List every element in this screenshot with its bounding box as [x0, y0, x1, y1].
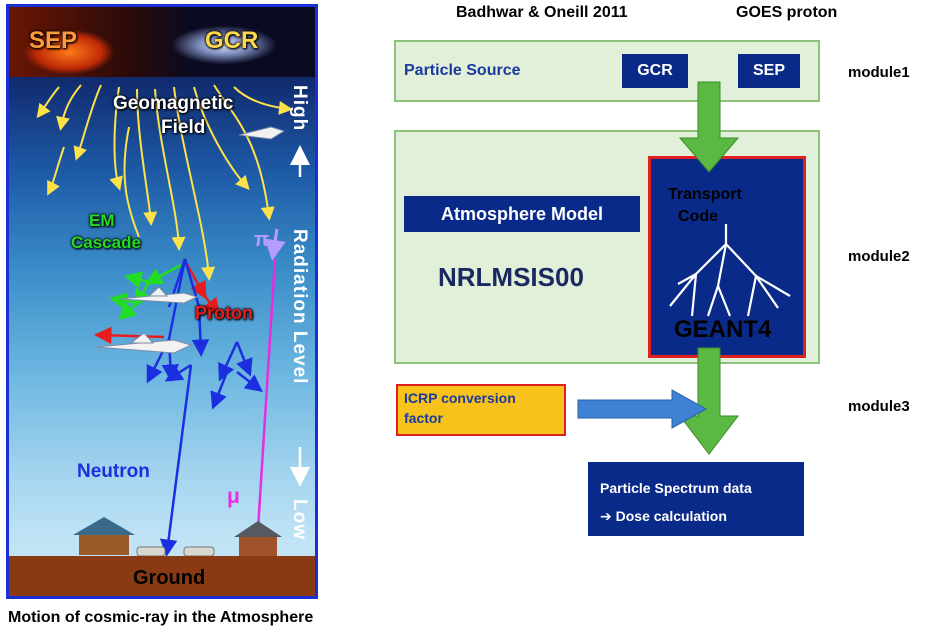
module1-label: module1 — [848, 64, 910, 81]
code-label: Code — [678, 208, 718, 225]
gcr-label: GCR — [205, 27, 259, 54]
arrow-source-to-transport — [678, 81, 740, 173]
module3-label: module3 — [848, 398, 910, 415]
icrp-label-line1: ICRP conversion — [404, 390, 516, 406]
atmosphere-panel: SEP GCR Geomagnetic Field EM Cascade Pro… — [6, 4, 318, 599]
em-cascade-tracks — [109, 263, 182, 321]
ground-houses — [73, 517, 282, 557]
arrow-transport-to-spectrum — [678, 347, 740, 455]
neutron-label: Neutron — [77, 461, 150, 482]
sep-box: SEP — [738, 54, 800, 88]
icrp-label-line2: factor — [404, 410, 443, 426]
ground-cars — [136, 546, 215, 557]
space-shuttle — [238, 126, 286, 140]
space-region — [9, 7, 315, 77]
source-label-badhwar: Badhwar & Oneill 2011 — [456, 4, 628, 21]
atmosphere-model-box: Atmosphere Model — [404, 196, 640, 232]
transport-code-box — [648, 156, 806, 358]
geant4-label: GEANT4 — [674, 316, 772, 343]
muon-label: μ — [227, 485, 240, 508]
transport-label: Transport — [668, 186, 742, 203]
atmosphere-illustration — [36, 84, 310, 582]
geomagnetic-field-lines — [36, 84, 293, 281]
spectrum-box — [588, 462, 804, 536]
transport-tree-icon — [669, 224, 791, 317]
particle-source-label: Particle Source — [404, 62, 521, 79]
pion-track — [264, 228, 286, 261]
spectrum-label-line2: ➔ Dose calculation — [600, 508, 727, 524]
ground-strip — [9, 556, 315, 596]
geomagnetic-label: Geomagnetic — [113, 93, 234, 114]
icrp-box — [396, 384, 566, 436]
arrow-icrp-to-dose — [577, 389, 708, 429]
em-label: EM — [89, 211, 115, 230]
scale-high-label: High — [289, 85, 310, 132]
gcr-box: GCR — [622, 54, 688, 88]
panel-caption: Motion of cosmic-ray in the Atmosphere — [8, 609, 314, 626]
pion-label: π — [254, 229, 270, 251]
airplane-upper — [118, 286, 199, 304]
field-label: Field — [161, 117, 206, 138]
sep-label: SEP — [29, 27, 78, 54]
module2-label: module2 — [848, 248, 910, 265]
cascade-label: Cascade — [71, 233, 141, 252]
scale-mid-label: Radiation Level — [289, 229, 310, 385]
nrlmsis-label: NRLMSIS00 — [438, 262, 584, 292]
scale-low-label: Low — [289, 499, 310, 540]
proton-label: Proton — [195, 303, 253, 323]
spectrum-label-line1: Particle Spectrum data — [600, 480, 752, 496]
airplane-lower — [94, 332, 193, 354]
ground-label: Ground — [133, 567, 206, 589]
source-label-goes: GOES proton — [736, 4, 838, 21]
